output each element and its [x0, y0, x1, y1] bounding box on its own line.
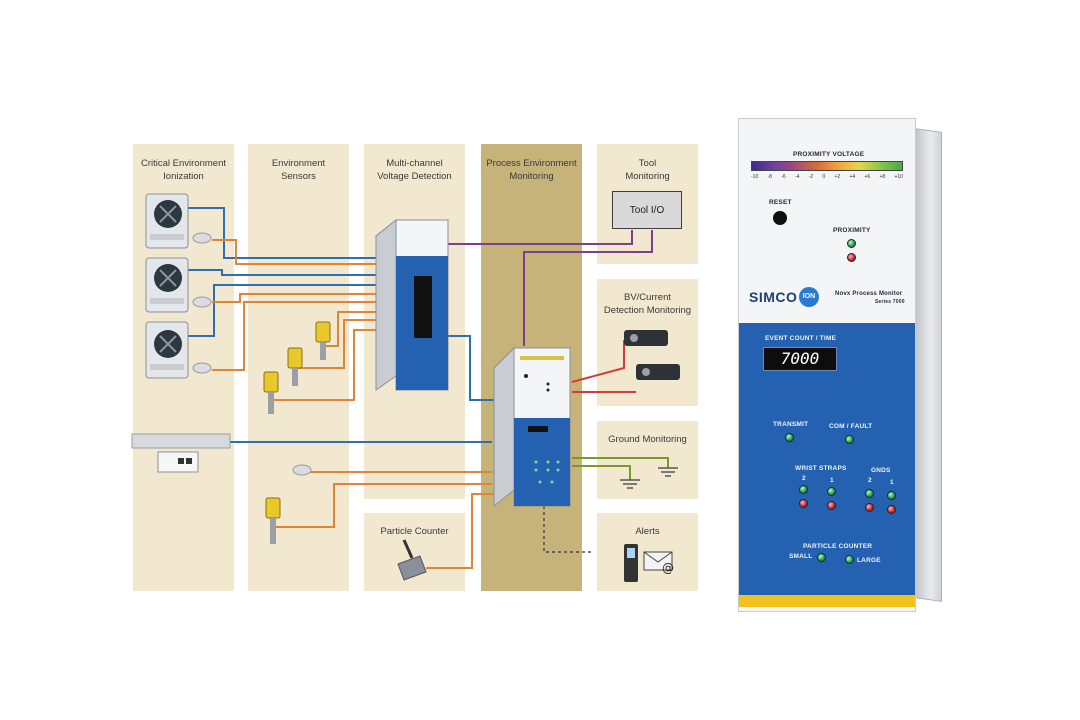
scale-tick: 0	[822, 174, 826, 180]
wrist-strap-1-green-led	[827, 487, 836, 496]
tool-io-box: Tool I/O	[612, 191, 682, 229]
panel-yellow-stripe	[739, 595, 915, 607]
phone-icon	[624, 544, 638, 582]
scale-tick: +10	[894, 174, 903, 180]
panel-side	[914, 128, 942, 602]
ground-symbols	[620, 467, 678, 489]
box-title: Particle Counter	[380, 526, 449, 537]
small-label: SMALL	[789, 553, 813, 560]
wrist-strap-1-red-led	[827, 501, 836, 510]
novx-process-monitor-panel: PROXIMITY VOLTAGE -10 -8 -6 -4 -2 0 +2 +…	[738, 118, 942, 612]
wrist-straps-label: WRIST STRAPS	[795, 465, 847, 472]
ionizer-bar-icon	[131, 433, 231, 473]
event-count-display: 7000	[763, 347, 837, 371]
scale-tick: -2	[808, 174, 814, 180]
scale-tick: -10	[751, 174, 759, 180]
scale-tick: +6	[864, 174, 871, 180]
ionizer-2-icon	[145, 257, 212, 313]
box-title: Ground Monitoring	[608, 434, 687, 445]
gnd-2-number: 2	[868, 477, 872, 484]
sensor-1-icon	[315, 321, 331, 360]
large-label: LARGE	[857, 557, 881, 564]
column-title: Multi-channel Voltage Detection	[377, 158, 452, 182]
wrist-strap-2-number: 2	[802, 475, 806, 482]
scale-tick: -4	[794, 174, 800, 180]
com-fault-label: COM / FAULT	[829, 423, 873, 430]
wrist-strap-1-number: 1	[830, 477, 834, 484]
column-title: Environment Sensors	[271, 158, 326, 182]
svg-text:@: @	[662, 561, 674, 575]
scale-tick: +4	[849, 174, 856, 180]
reset-label: RESET	[769, 199, 792, 206]
scale-tick: -8	[767, 174, 772, 180]
gnd-1-number: 1	[890, 479, 894, 486]
orange-wires	[212, 239, 496, 569]
column-title: Tool Monitoring	[625, 158, 670, 182]
gnd-2-green-led	[865, 489, 874, 498]
column-title: Process Environment Monitoring	[486, 158, 577, 182]
sensor-5-icon	[265, 497, 281, 544]
particle-counter-label: PARTICLE COUNTER	[803, 543, 873, 550]
scale-tick: -6	[781, 174, 786, 180]
column-particle-counter: Particle Counter	[364, 513, 465, 591]
blue-wires	[186, 207, 496, 443]
reset-button[interactable]	[773, 211, 787, 225]
bv-sensor-1-icon	[624, 330, 668, 346]
sensor-3-icon	[263, 371, 279, 414]
box-title: Alerts	[635, 526, 660, 537]
gnds-label: GNDS	[871, 467, 891, 474]
large-led	[845, 555, 854, 564]
sensor-2-icon	[287, 347, 303, 386]
column-ground-monitoring: Ground Monitoring	[597, 421, 698, 499]
wrist-strap-2-green-led	[799, 485, 808, 494]
panel-front: PROXIMITY VOLTAGE -10 -8 -6 -4 -2 0 +2 +…	[738, 118, 916, 612]
product-name: Novx Process Monitor	[835, 291, 903, 297]
alert-dashed-line	[543, 506, 594, 553]
proximity-voltage-bar	[751, 161, 903, 171]
multichannel-unit-icon	[374, 218, 450, 391]
gnd-1-red-led	[887, 505, 896, 514]
purple-wires	[448, 230, 653, 346]
bv-sensor-2-icon	[636, 364, 680, 380]
scale-tick: +2	[834, 174, 841, 180]
tool-io-label: Tool I/O	[629, 204, 665, 216]
box-title: BV/Current Detection Monitoring	[603, 292, 692, 316]
email-icon: @	[643, 551, 674, 575]
proximity-green-led	[847, 239, 856, 248]
column-title: Critical Environment Ionization	[141, 158, 226, 182]
diagram-wiring: @	[131, 193, 680, 582]
ionizer-3-icon	[145, 321, 212, 379]
proximity-label: PROXIMITY	[833, 227, 871, 234]
ion-logo: ION	[799, 287, 819, 307]
red-wires	[571, 340, 636, 393]
sensor-4-icon	[292, 464, 312, 476]
transmit-led	[785, 433, 794, 442]
wrist-strap-2-red-led	[799, 499, 808, 508]
scale-tick: +8	[879, 174, 886, 180]
proximity-voltage-label: PROXIMITY VOLTAGE	[793, 151, 865, 158]
ionizer-1-icon	[145, 193, 212, 249]
particle-counter-icon	[397, 539, 427, 581]
green-wires	[572, 457, 669, 480]
small-led	[817, 553, 826, 562]
com-fault-led	[845, 435, 854, 444]
product-series: Series 7000	[875, 299, 905, 305]
event-count-label: EVENT COUNT / TIME	[765, 335, 837, 342]
proximity-red-led	[847, 253, 856, 262]
proximity-scale: -10 -8 -6 -4 -2 0 +2 +4 +6 +8 +10	[751, 174, 903, 180]
gnd-1-green-led	[887, 491, 896, 500]
process-monitor-unit-icon	[492, 346, 572, 508]
simco-logo: SIMCO	[749, 289, 798, 305]
transmit-label: TRANSMIT	[773, 421, 809, 428]
gnd-2-red-led	[865, 503, 874, 512]
